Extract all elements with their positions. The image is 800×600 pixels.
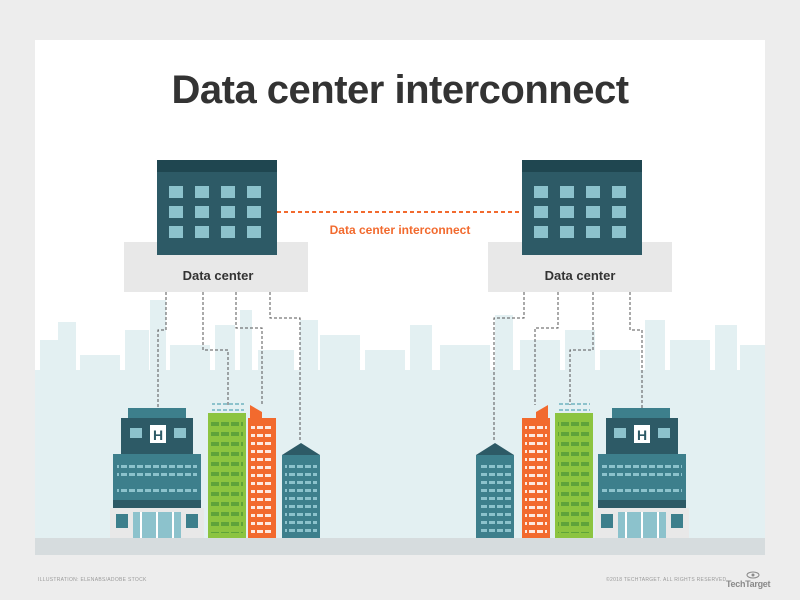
teal-building-right — [476, 443, 514, 538]
connection-lines-left — [157, 292, 301, 442]
brand-name: TechTarget — [726, 579, 771, 589]
eye-icon — [746, 571, 760, 579]
ground-strip — [35, 538, 765, 555]
green-building-right — [555, 403, 593, 538]
copyright-notice: ©2018 TECHTARGET. ALL RIGHTS RESERVED — [606, 577, 727, 583]
techtarget-logo: TechTarget — [726, 571, 770, 589]
teal-building-left — [282, 443, 320, 538]
data-center-label-right: Data center — [545, 268, 616, 283]
hospital-sign-right: H — [637, 427, 647, 443]
illustration-credit: ILLUSTRATION: ELENABS/ADOBE STOCK — [38, 577, 147, 583]
hospital-sign-left: H — [153, 427, 163, 443]
orange-tower-right — [522, 405, 550, 538]
connection-lines-right — [493, 292, 643, 442]
green-building-left — [208, 403, 246, 538]
data-center-label-left: Data center — [183, 268, 254, 283]
data-center-building-left — [157, 160, 277, 255]
diagram-title: Data center interconnect — [171, 68, 629, 112]
orange-tower-left — [248, 405, 276, 538]
interconnect-label: Data center interconnect — [330, 223, 471, 237]
hospital-building-right: H — [595, 408, 689, 538]
data-center-building-right — [522, 160, 642, 255]
hospital-building-left: H — [110, 408, 204, 538]
